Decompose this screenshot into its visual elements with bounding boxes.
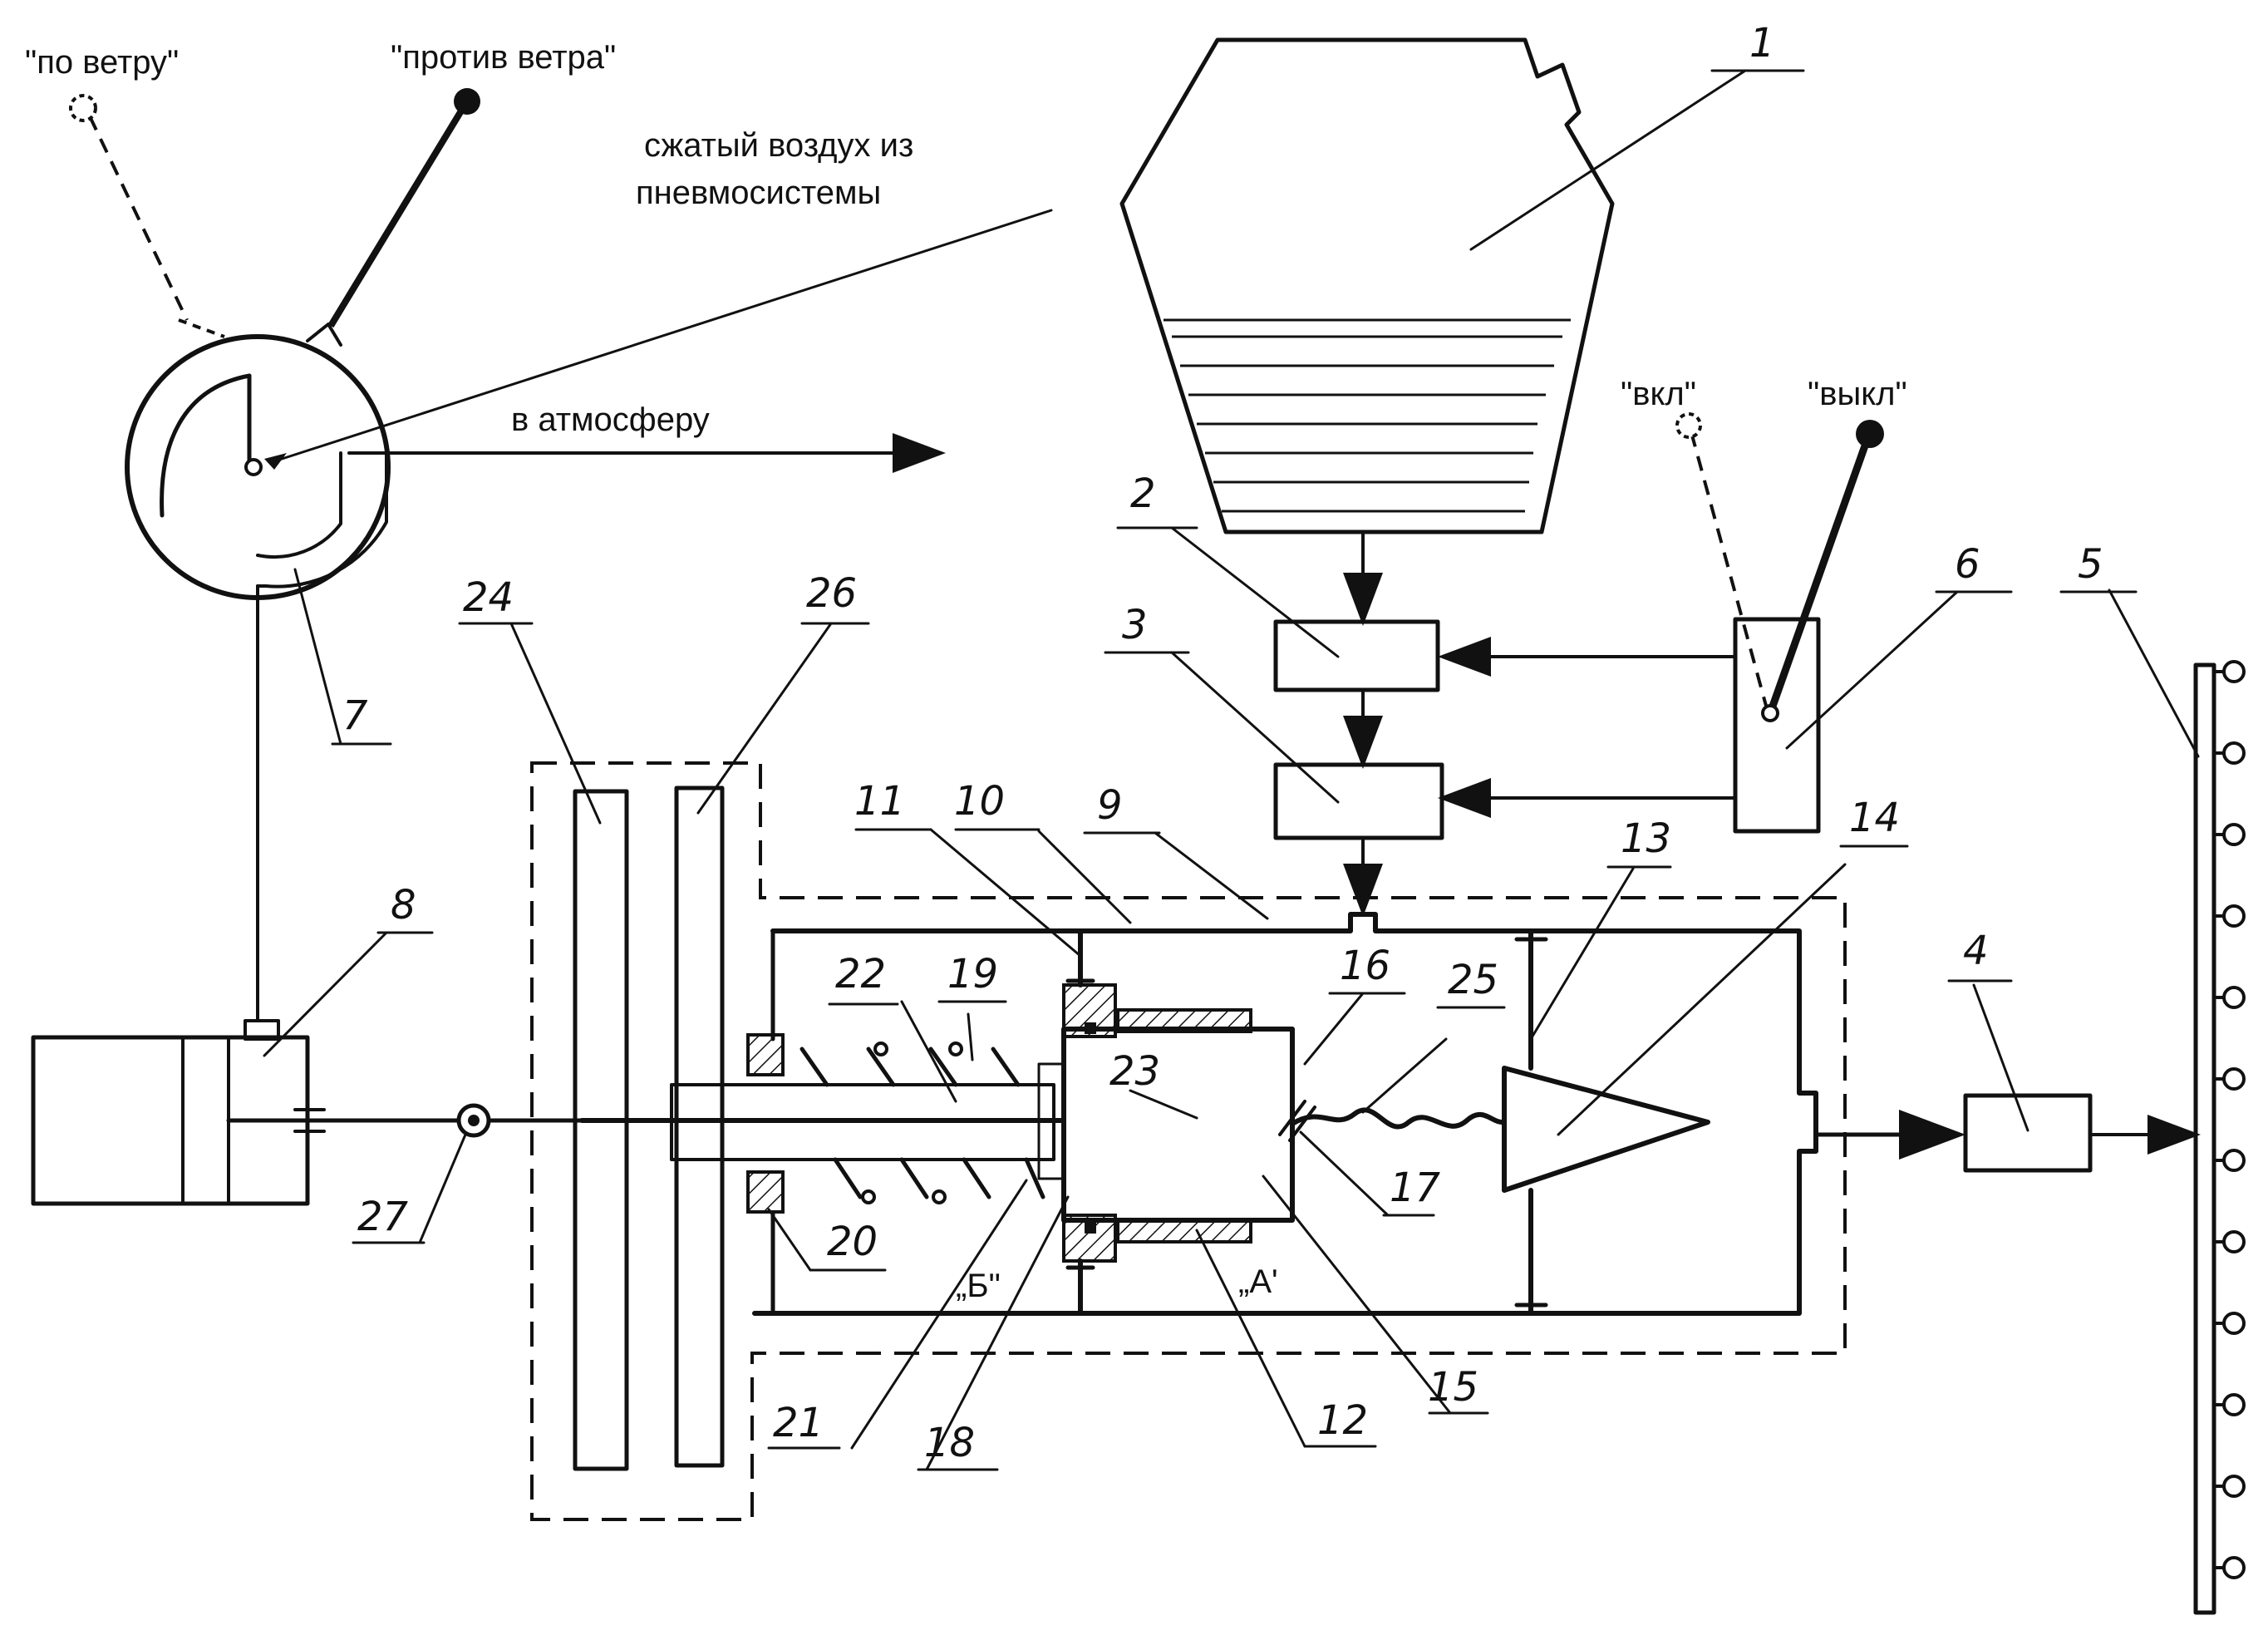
valve-knob-upwind [454,88,480,115]
svg-text:17: 17 [1390,1165,1441,1211]
wheel-26 [676,788,722,1465]
svg-text:23: 23 [1109,1048,1160,1095]
label-upwind: "против ветра" [391,39,616,76]
switch-knob-off [1856,420,1884,448]
callout-2: 2 [1118,470,1338,657]
unit-4-box [1965,1096,2090,1170]
label-to-atmosphere: в атмосферу [511,401,710,438]
callout-22: 22 [829,951,956,1101]
callout-26: 26 [698,570,868,813]
valve-lever-upwind [331,104,465,326]
nozzle-boom [2196,662,2244,1613]
svg-text:22: 22 [835,951,886,997]
svg-text:4: 4 [1963,928,1989,974]
valve-lever-downwind [90,116,187,320]
nozzle [2224,1069,2244,1089]
callout-8: 8 [264,882,432,1056]
label-zone-a: „A' [1238,1263,1278,1300]
nozzle [2224,1150,2244,1170]
label-air-source-1: сжатый воздух из [644,127,913,164]
svg-text:3: 3 [1122,602,1148,648]
callout-3: 3 [1105,602,1338,802]
wind-valve [71,88,480,598]
label-on: "вкл" [1621,376,1696,412]
svg-text:9: 9 [1097,782,1123,829]
svg-text:1: 1 [1749,20,1775,66]
label-zone-b: „Б" [956,1268,1001,1304]
switch-lever-on [1691,432,1769,715]
wheel-24 [575,791,627,1469]
callout-14: 14 [1558,795,1907,1135]
svg-text:15: 15 [1428,1364,1478,1411]
callout-23: 23 [1109,1048,1197,1118]
svg-text:12: 12 [1317,1397,1368,1444]
nozzle [2224,1476,2244,1496]
callout-1: 1 [1471,20,1803,249]
callout-12: 12 [1197,1230,1375,1446]
callout-5: 5 [2061,541,2198,756]
unit-3-box [1276,765,1442,838]
callout-20: 20 [769,1209,885,1270]
callout-13: 13 [1531,815,1671,1039]
callout-16: 16 [1305,943,1405,1064]
cylinder [33,1021,461,1204]
svg-text:24: 24 [463,574,514,621]
callout-24: 24 [460,574,600,823]
callout-7: 7 [295,569,391,744]
svg-text:20: 20 [827,1219,878,1265]
unit-2-box [1276,622,1438,690]
nozzle [2224,1558,2244,1578]
nozzle [2224,662,2244,682]
svg-text:7: 7 [342,692,368,739]
svg-text:18: 18 [924,1420,975,1466]
callout-4: 4 [1949,928,2028,1130]
svg-text:8: 8 [391,882,416,928]
svg-text:16: 16 [1340,943,1390,989]
hopper [1122,40,1612,532]
svg-text:25: 25 [1448,957,1498,1003]
nozzle [2224,743,2244,763]
label-air-source-2: пневмосистемы [636,175,881,211]
switch-knob-on [1677,414,1700,437]
svg-text:27: 27 [357,1194,409,1240]
svg-text:11: 11 [854,778,905,825]
callout-27: 27 [353,1135,465,1243]
nozzle [2224,1313,2244,1333]
valve-knob-downwind [71,96,96,121]
callout-17: 17 [1301,1132,1441,1215]
svg-text:14: 14 [1849,795,1900,841]
callout-19: 19 [939,951,1006,1060]
svg-text:13: 13 [1621,815,1671,862]
svg-text:2: 2 [1130,470,1156,517]
label-off: "выкл" [1808,376,1907,412]
svg-text:6: 6 [1955,541,1980,588]
svg-text:21: 21 [773,1400,824,1446]
hopper-liquid-lines [1164,320,1571,511]
svg-text:26: 26 [806,570,857,617]
label-downwind: "по ветру" [25,44,179,81]
nozzle [2224,1232,2244,1252]
callout-15: 15 [1263,1176,1488,1413]
callout-18: 18 [918,1197,1068,1470]
svg-text:10: 10 [954,778,1005,825]
svg-text:19: 19 [947,951,998,997]
nozzle [2224,906,2244,926]
nozzle [2224,987,2244,1007]
nozzle [2224,1395,2244,1415]
switch-6-box [1735,619,1818,831]
nozzle [2224,825,2244,845]
svg-text:5: 5 [2078,541,2103,588]
